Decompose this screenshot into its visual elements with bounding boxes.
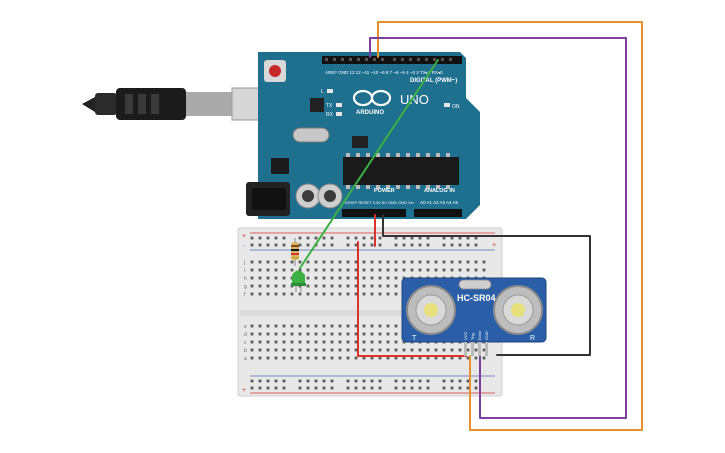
rail-minus-top: - [243, 243, 246, 250]
rail-plus-top-right: + [492, 242, 496, 249]
pin-labels-analog: A0 A1 A2 A3 A4 A5 [420, 200, 459, 205]
row-letter-f: f [244, 292, 246, 298]
led-on-label: ON [452, 104, 460, 110]
row-letter-c: c [244, 340, 247, 346]
brand-label: ARDUINO [356, 110, 384, 116]
sensor-pin-trig: Trig [470, 333, 475, 340]
wire-black-gnd[interactable] [382, 214, 591, 356]
digital-label: DIGITAL (PWM~) [410, 78, 457, 84]
rail-plus-top: + [242, 233, 246, 240]
wire-red-vcc[interactable] [357, 241, 467, 357]
row-letter-j: j [243, 260, 245, 266]
row-letter-a: a [244, 356, 247, 362]
rail-plus-bottom: + [242, 387, 246, 394]
row-letter-e: e [244, 324, 247, 330]
arduino-uno-board[interactable]: AREF GND 13 12 ~11 ~10 ~9 8 7 ~6 ~5 4 ~3… [246, 52, 480, 219]
sensor-pin-gnd: GND [484, 331, 489, 340]
row-letter-h: h [244, 276, 247, 282]
row-letter-b: b [244, 348, 247, 354]
led-tx-label: TX [326, 103, 333, 109]
wire-purple[interactable] [369, 37, 627, 419]
row-letter-d: d [244, 332, 247, 338]
sensor-model-label: HC-SR04 [457, 293, 496, 303]
atmega-chip [343, 157, 459, 185]
crystal [292, 127, 330, 143]
wire-green[interactable] [299, 59, 439, 269]
sensor-pin-echo: Echo [477, 330, 482, 340]
wire-orange[interactable] [377, 21, 643, 431]
pin-labels-power: IOREF RESET 3.3V 5V GND GND Vin [345, 200, 414, 205]
row-letter-i: i [244, 268, 245, 274]
row-letter-g: g [244, 284, 247, 290]
pin-labels-top: AREF GND 13 12 ~11 ~10 ~9 8 7 ~6 ~5 4 ~3… [325, 70, 443, 75]
green-led[interactable] [291, 270, 306, 293]
led-l-label: L [321, 89, 324, 95]
resistor[interactable] [291, 238, 299, 266]
wires[interactable] [299, 21, 643, 431]
power-label: POWER [374, 188, 395, 194]
analog-header [414, 209, 462, 217]
arduino-logo-icon [352, 89, 392, 107]
digital-header [322, 56, 462, 64]
model-label: UNO [400, 92, 429, 107]
usb-cable[interactable] [82, 87, 285, 121]
sensor-mark-left: T [412, 335, 417, 342]
power-header [342, 209, 406, 217]
sensor-mark-right: R [530, 335, 535, 342]
sensor-pin-vcc: VCC [463, 331, 468, 340]
led-rx-label: RX [326, 112, 334, 118]
analog-label: ANALOG IN [424, 188, 455, 194]
